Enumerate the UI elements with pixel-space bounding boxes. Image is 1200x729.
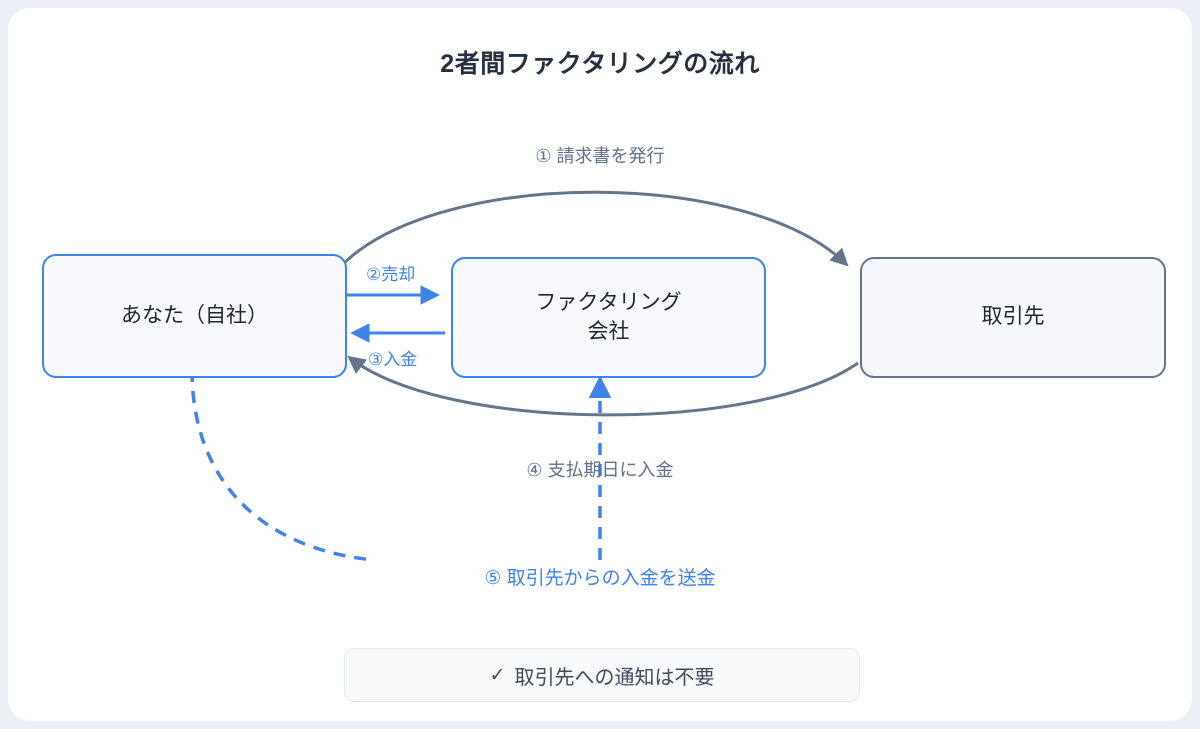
node-factoring-company-label-line2: 会社 <box>587 319 630 343</box>
diagram-card: 2者間ファクタリングの流れ あなた（自社） ファクタリング 会社 <box>8 8 1192 721</box>
edge-label-4: ④ 支払期日に入金 <box>526 460 674 480</box>
node-factoring-company-label-line1: ファクタリング <box>535 291 682 315</box>
check-icon: ✓ <box>489 664 506 686</box>
edge-label-2: ②売却 <box>366 265 416 284</box>
edge-label-5: ⑤ 取引先からの入金を送金 <box>484 568 716 589</box>
status-badge-label: 取引先への通知は不要 <box>514 666 715 689</box>
node-factoring-company[interactable]: ファクタリング 会社 <box>451 257 766 378</box>
node-client-label: 取引先 <box>981 305 1045 329</box>
node-client[interactable]: 取引先 <box>860 257 1166 378</box>
node-factoring-company-label: ファクタリング 会社 <box>535 289 681 346</box>
status-badge: ✓ 取引先への通知は不要 <box>344 648 860 702</box>
edge-label-1: ① 請求書を発行 <box>535 146 665 166</box>
node-your-company-label: あなた（自社） <box>121 303 268 327</box>
node-your-company[interactable]: あなた（自社） <box>42 254 347 378</box>
page-title: 2者間ファクタリングの流れ <box>440 50 760 78</box>
edge-label-3: ③入金 <box>368 350 418 369</box>
edge-1-invoice-issued <box>339 190 849 268</box>
